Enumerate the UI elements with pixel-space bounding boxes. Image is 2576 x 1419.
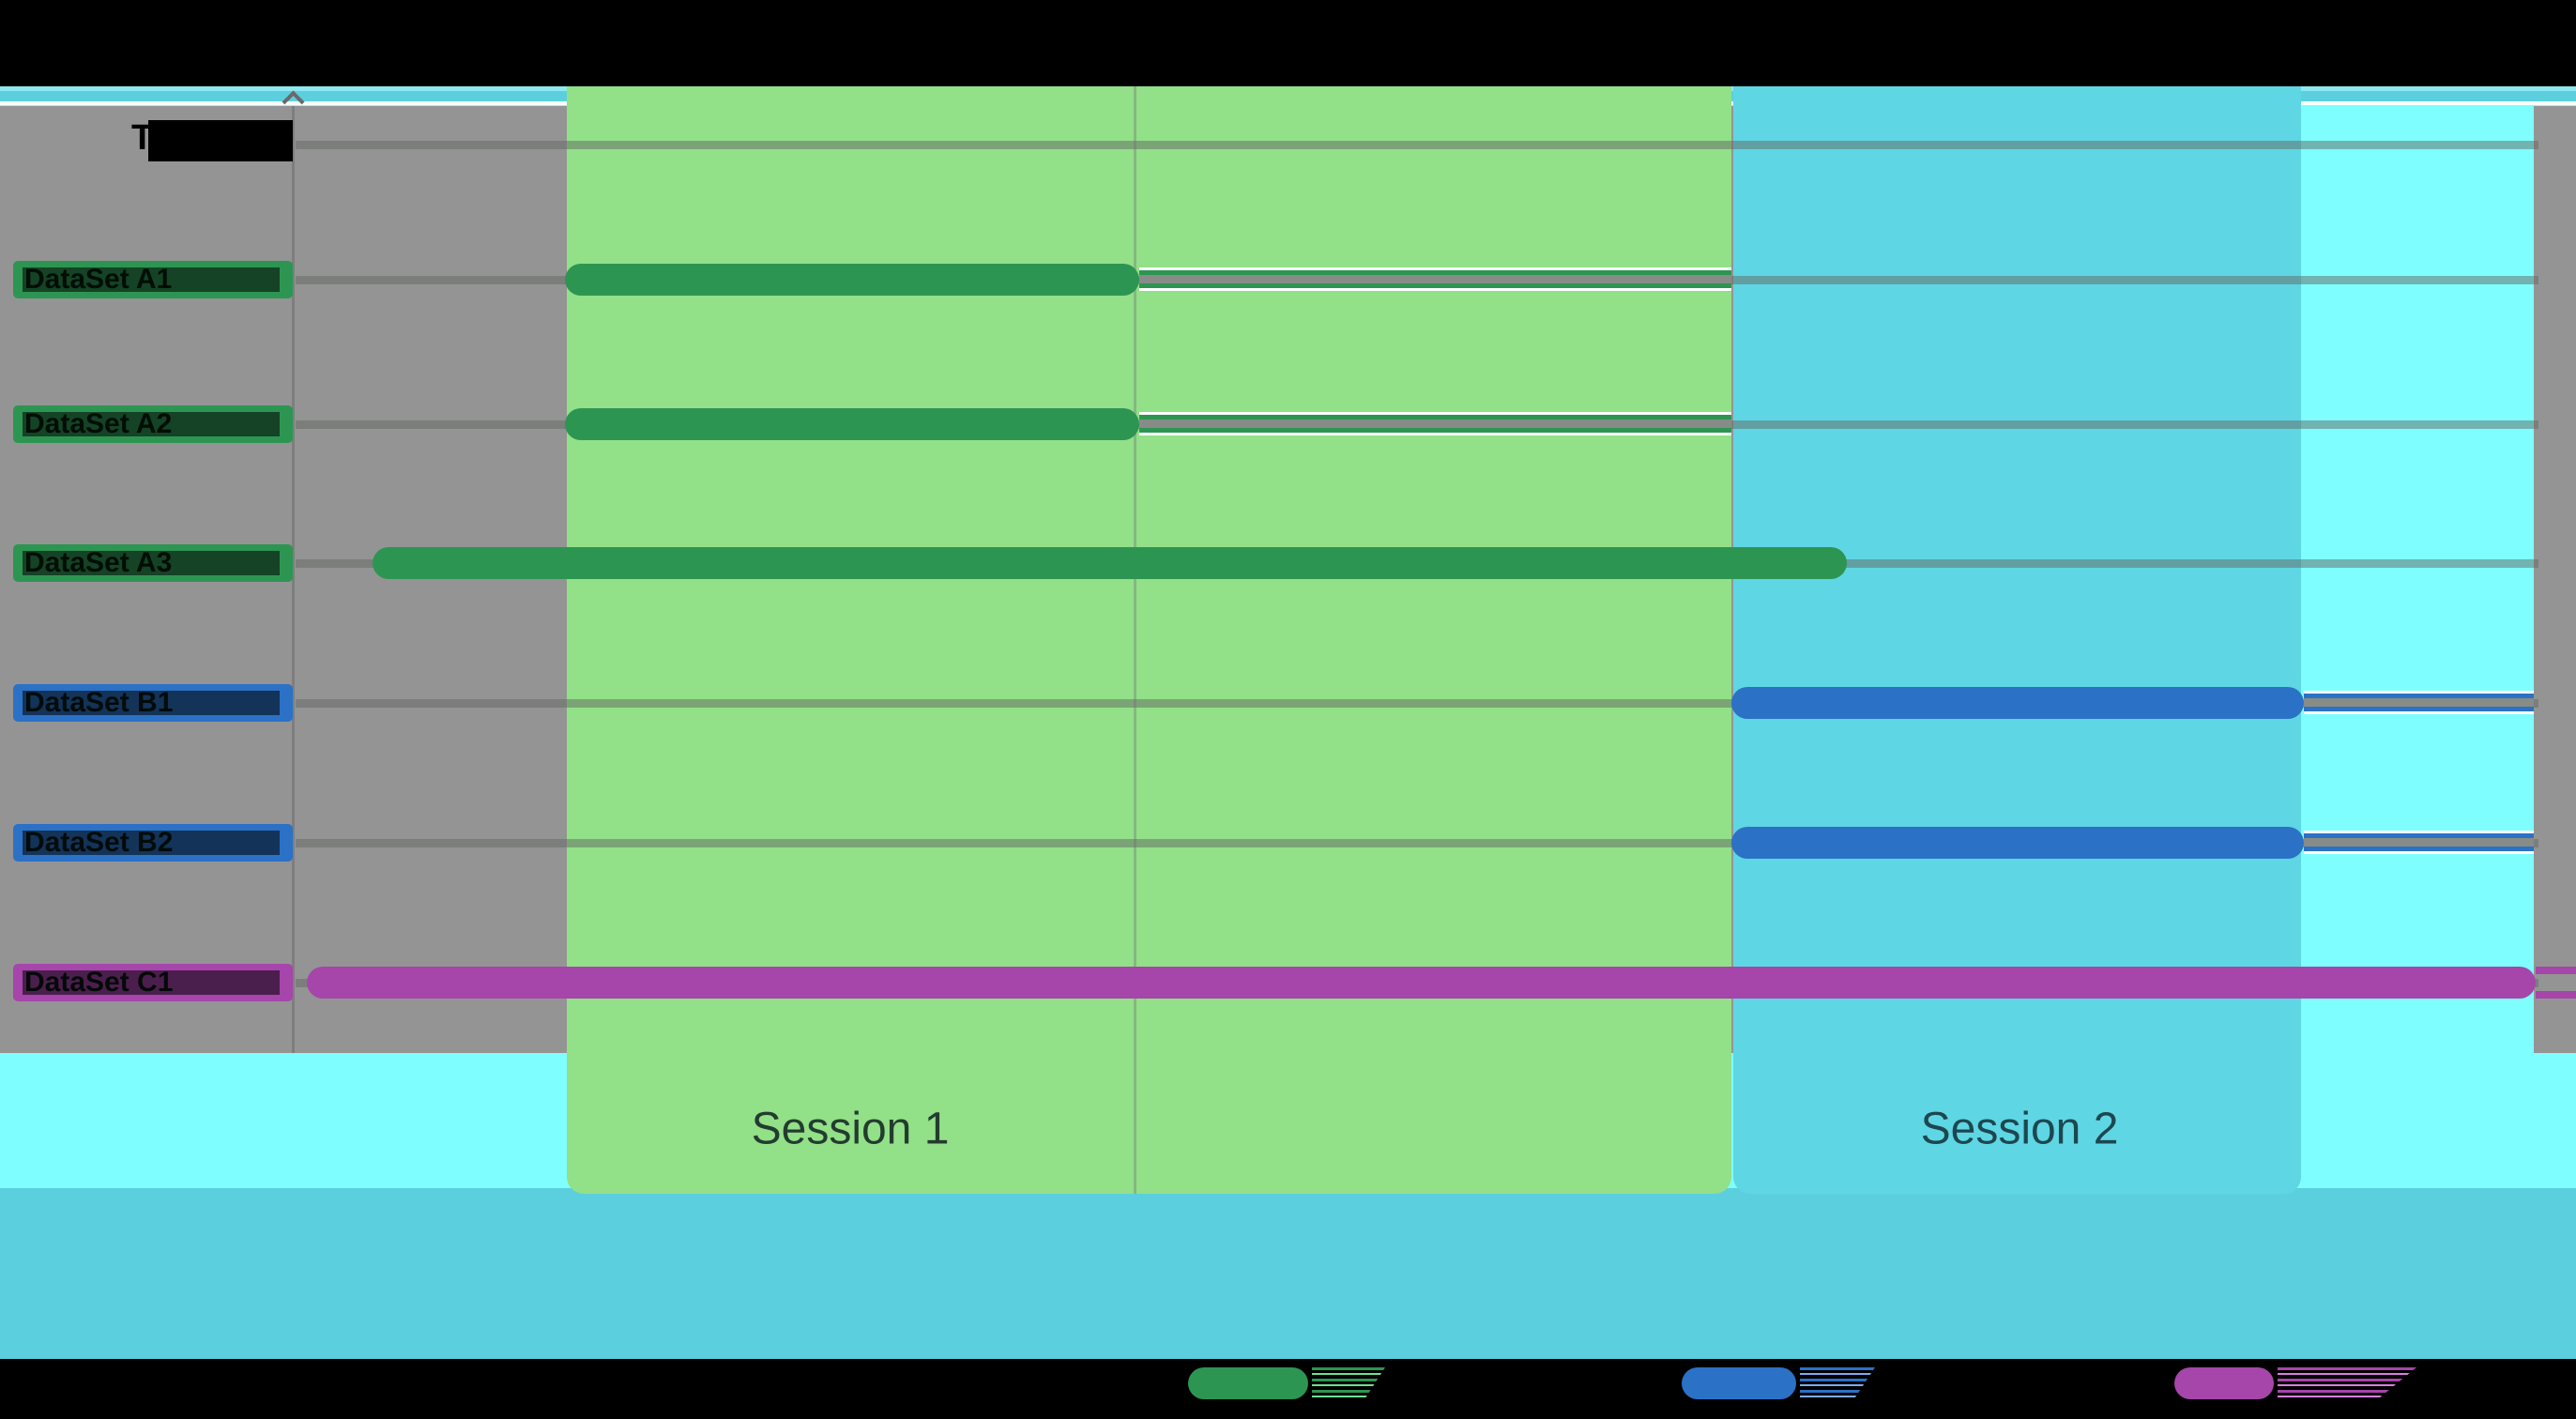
task-pill-dataset-a3: DataSet A3 xyxy=(13,544,293,582)
top-redaction-band xyxy=(0,0,2576,86)
row-gridline xyxy=(296,839,2538,847)
right-margin-panel xyxy=(2301,105,2534,1188)
legend-swatch xyxy=(2174,1367,2274,1399)
redaction-overlay xyxy=(23,970,280,995)
redaction-overlay xyxy=(23,551,280,575)
bar-extension-line xyxy=(1139,412,1731,435)
bar-clipped-streaks xyxy=(2536,967,2576,999)
legend-swatch xyxy=(1682,1367,1796,1399)
task-pill-dataset-b1: DataSet B1 xyxy=(13,684,293,722)
legend-swatch xyxy=(1188,1367,1308,1399)
task-pill-dataset-a2: DataSet A2 xyxy=(13,405,293,443)
redaction-overlay xyxy=(23,412,280,436)
session1-label: Session 1 xyxy=(751,1104,950,1154)
gantt-bar-dataset-b2 xyxy=(1731,827,2304,859)
vertical-gridline xyxy=(1134,86,1136,1194)
row-gridline xyxy=(296,141,2538,149)
bar-extension-line xyxy=(1139,267,1731,291)
task-pill-dataset-a1: DataSet A1 xyxy=(13,261,293,298)
session2-label: Session 2 xyxy=(1920,1104,2119,1154)
session2-panel xyxy=(1733,86,2301,1194)
y-axis-line xyxy=(292,106,295,1053)
task-pill-dataset-b2: DataSet B2 xyxy=(13,824,293,862)
axis-title-visible-letter: T xyxy=(131,118,154,158)
session1-panel xyxy=(567,86,1731,1194)
redaction-overlay xyxy=(23,267,280,292)
bar-extension-line xyxy=(2304,691,2534,714)
task-pill-dataset-c1: DataSet C1 xyxy=(13,964,293,1001)
gantt-bar-dataset-a2 xyxy=(565,408,1139,440)
redaction-overlay xyxy=(23,691,280,715)
bar-extension-line xyxy=(2304,831,2534,854)
redaction-overlay xyxy=(23,831,280,855)
row-gridline xyxy=(296,699,2538,708)
redacted-axis-title-box xyxy=(148,120,293,161)
gantt-bar-dataset-b1 xyxy=(1731,687,2304,719)
gantt-bar-dataset-c1 xyxy=(307,967,2536,999)
gantt-bar-dataset-a3 xyxy=(373,547,1847,579)
gantt-bar-dataset-a1 xyxy=(565,264,1139,296)
